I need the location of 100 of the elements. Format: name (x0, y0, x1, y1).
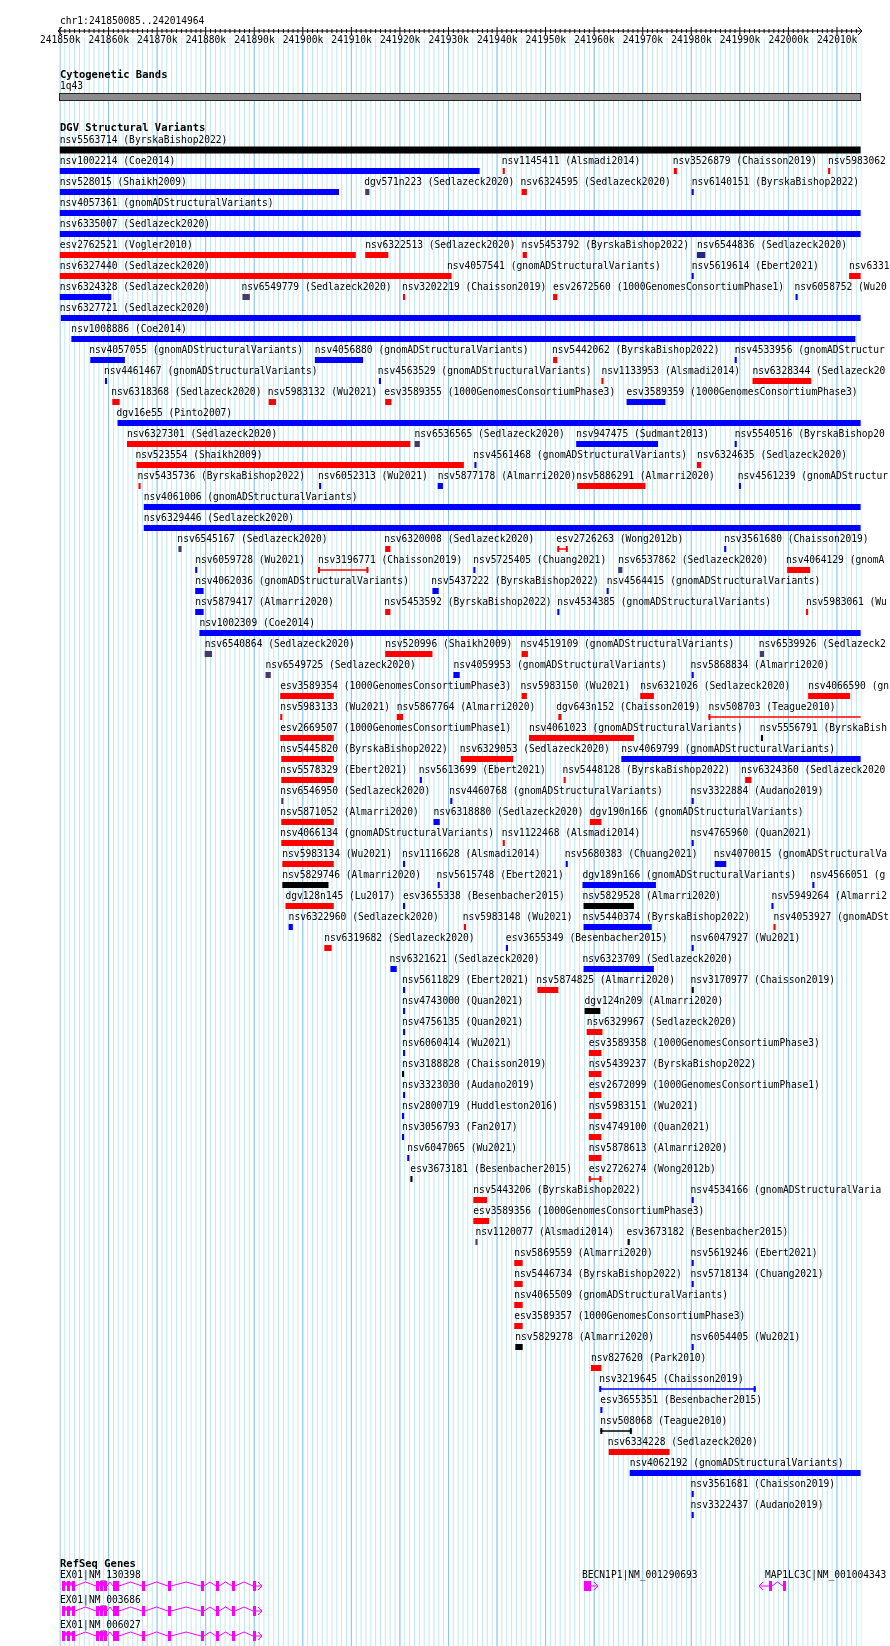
variant-label: nsv3561680 (Chaisson2019) (724, 533, 869, 545)
variant-label: nsv3526879 (Chaisson2019) (672, 155, 818, 167)
variant-label: nsv6545167 (Sedlazeck2020) (177, 533, 328, 545)
variant-label: dgv124n209 (Almarri2020) (584, 995, 724, 1007)
variant-label: nsv3323030 (Audano2019) (401, 1079, 535, 1091)
variant-label: nsv3322437 (Audano2019) (690, 1499, 824, 1511)
variant-label: nsv1133953 (Alsmadi2014) (601, 365, 740, 377)
variant-label: esv3589359 (1000GenomesConsortiumPhase3) (626, 386, 858, 398)
variant-label: nsv3056793 (Fan2017) (401, 1121, 518, 1133)
variant-label: esv3589358 (1000GenomesConsortiumPhase3) (588, 1037, 820, 1049)
variant-label: dgv16e55 (Pinto2007) (116, 407, 232, 419)
variant-label: nsv4061023 (gnomADStructuralVariants) (528, 722, 743, 734)
track-title: RefSeq Genes (60, 1557, 136, 1569)
variant-label: nsv5983062 (828, 155, 886, 167)
variant-label: nsv6327721 (Sedlazeck2020) (59, 302, 210, 314)
variant-label: nsv6537862 (Sedlazeck2020) (618, 554, 769, 566)
gene-label: BECN1P1|NM_001290693 (582, 1569, 698, 1581)
variant-label: esv3673182 (Besenbacher2015) (626, 1226, 789, 1238)
variant-label: nsv5983150 (Wu2021) (520, 680, 631, 692)
variant-label: dgv643n152 (Chaisson2019) (556, 701, 701, 713)
variant-label: nsv3219645 (Chaisson2019) (599, 1373, 744, 1385)
variant-label: nsv4057361 (gnomADStructuralVariants) (59, 197, 274, 209)
gene-label: EX01|NM_003686 (60, 1594, 141, 1606)
variant-label: nsv6540864 (Sedlazeck2020) (204, 638, 355, 650)
gene-label: EX01|NM_130398 (60, 1569, 141, 1581)
variant-label: nsv5439237 (ByrskaBishop2022) (588, 1058, 757, 1070)
variant-label: nsv4070015 (gnomADStructuralVa (713, 848, 887, 860)
variant-label: nsv5879417 (Almarri2020) (195, 596, 334, 608)
tick-label: 241920k (379, 34, 421, 46)
tick-label: 241990k (719, 34, 761, 46)
variant-label: nsv5556791 (ByrskaBish (759, 722, 887, 734)
variant-label: nsv1145411 (Alsmadi2014) (501, 155, 641, 167)
tick-label: 241950k (525, 34, 567, 46)
variant-label: nsv4064129 (gnomA (786, 554, 885, 566)
variant-label: nsv4057541 (gnomADStructuralVariants) (447, 260, 661, 272)
variant-label: nsv4062192 (gnomADStructuralVariants) (629, 1457, 844, 1469)
variant-label: nsv528015 (Shaikh2009) (59, 176, 187, 188)
variant-label: nsv6052313 (Wu2021) (318, 470, 428, 482)
variant-label: nsv6324595 (Sedlazeck2020) (520, 176, 671, 188)
variant-label: nsv5435736 (ByrskaBishop2022) (137, 470, 305, 482)
variant-label: nsv6335007 (Sedlazeck2020) (59, 218, 210, 230)
variant-label: nsv6318368 (Sedlazeck2020) (111, 386, 262, 398)
variant-label: nsv6329967 (Sedlazeck2020) (586, 1016, 737, 1028)
variant-label: nsv4062036 (gnomADStructuralVariants) (195, 575, 409, 587)
variant-label: esv3673181 (Besenbacher2015) (410, 1163, 573, 1175)
track-title: Cytogenetic Bands (60, 68, 168, 80)
variant-label: nsv4066590 (gn (808, 680, 889, 692)
tick-label: 241900k (282, 34, 324, 46)
variant-label: nsv3202219 (Chaisson2019) (401, 281, 547, 293)
variant-label: nsv5437222 (ByrskaBishop2022) (431, 575, 599, 587)
variant-label: nsv6324635 (Sedlazeck2020) (696, 449, 848, 461)
variant-label: nsv6322513 (Sedlazeck2020) (365, 239, 516, 251)
variant-label: nsv6549779 (Sedlazeck2020) (241, 281, 392, 293)
tick-label: 241850k (40, 34, 81, 46)
variant-label: nsv6058752 (Wu20 (794, 281, 887, 293)
variant-label: esv2669507 (1000GenomesConsortiumPhase1) (280, 722, 512, 734)
variant-label: nsv6323709 (Sedlazeck2020) (582, 953, 733, 965)
variant-label: nsv520996 (Shaikh2009) (385, 638, 513, 650)
tick-label: 241980k (671, 34, 712, 46)
tick-label: 241860k (88, 34, 129, 46)
variant-label: nsv5718134 (Chuang2021) (690, 1268, 824, 1280)
tick-label: 241960k (574, 34, 615, 46)
variant-label: nsv4056880 (gnomADStructuralVariants) (314, 344, 529, 356)
variant-label: nsv5829528 (Almarri2020) (582, 890, 722, 902)
variant-label: nsv5445820 (ByrskaBishop2022) (280, 743, 448, 755)
variant-label: nsv5868834 (Almarri2020) (690, 659, 830, 671)
variant-label: nsv5611829 (Ebert2021) (401, 974, 530, 986)
variant-label: nsv4566051 (g (810, 869, 886, 881)
variant-label: dgv190n166 (gnomADStructuralVariants) (589, 806, 804, 818)
variant-label: nsv6536565 (Sedlazeck2020) (414, 428, 565, 440)
tick-label: 242000k (768, 34, 809, 46)
variant-label: nsv508068 (Teague2010) (600, 1415, 728, 1427)
variant-label: nsv6549725 (Sedlazeck2020) (265, 659, 416, 671)
variant-label: nsv1120077 (Alsmadi2014) (475, 1226, 615, 1238)
variant-label: nsv947475 (Sudmant2013) (576, 428, 710, 440)
variant-label: nsv5443206 (ByrskaBishop2022) (473, 1184, 641, 1196)
variant-label: dgv189n166 (gnomADStructuralVariants) (582, 869, 797, 881)
variant-label: nsv3561681 (Chaisson2019) (690, 1478, 835, 1490)
variant-label: nsv1008886 (Coe2014) (71, 323, 187, 335)
variant-label: nsv6334228 (Sedlazeck2020) (607, 1436, 758, 1448)
variant-label: esv2726263 (Wong2012b) (556, 533, 684, 545)
variant-label: nsv5725405 (Chuang2021) (473, 554, 607, 566)
variant-label: nsv827620 (Park2010) (590, 1352, 707, 1364)
variant-label: nsv6327301 (Sedlazeck2020) (127, 428, 278, 440)
variant-label: nsv6324360 (Sedlazeck2020 (740, 764, 886, 776)
variant-label: nsv1002214 (Coe2014) (59, 155, 176, 167)
variant-label: nsv5440374 (ByrskaBishop2022) (582, 911, 750, 923)
variant-label: nsv5613699 (Ebert2021) (418, 764, 546, 776)
variant-label: nsv5878613 (Almarri2020) (588, 1142, 728, 1154)
variant-label: nsv4534385 (gnomADStructuralVariants) (557, 596, 771, 608)
variant-label: nsv4519109 (gnomADStructuralVariants) (520, 638, 735, 650)
variant-label: nsv6546950 (Sedlazeck2020) (280, 785, 431, 797)
variant-label: nsv5983133 (Wu2021) (280, 701, 390, 713)
variant-label: nsv5446734 (ByrskaBishop2022) (514, 1268, 682, 1280)
variant-label: esv2672560 (1000GenomesConsortiumPhase1) (553, 281, 785, 293)
variant-label: nsv4765960 (Quan2021) (690, 827, 812, 839)
tick-label: 241870k (137, 34, 178, 46)
variant-label: nsv6060414 (Wu2021) (401, 1037, 512, 1049)
variant-label: nsv5983132 (Wu2021) (267, 386, 378, 398)
variant-label: nsv5886291 (Almarri2020) (576, 470, 715, 482)
